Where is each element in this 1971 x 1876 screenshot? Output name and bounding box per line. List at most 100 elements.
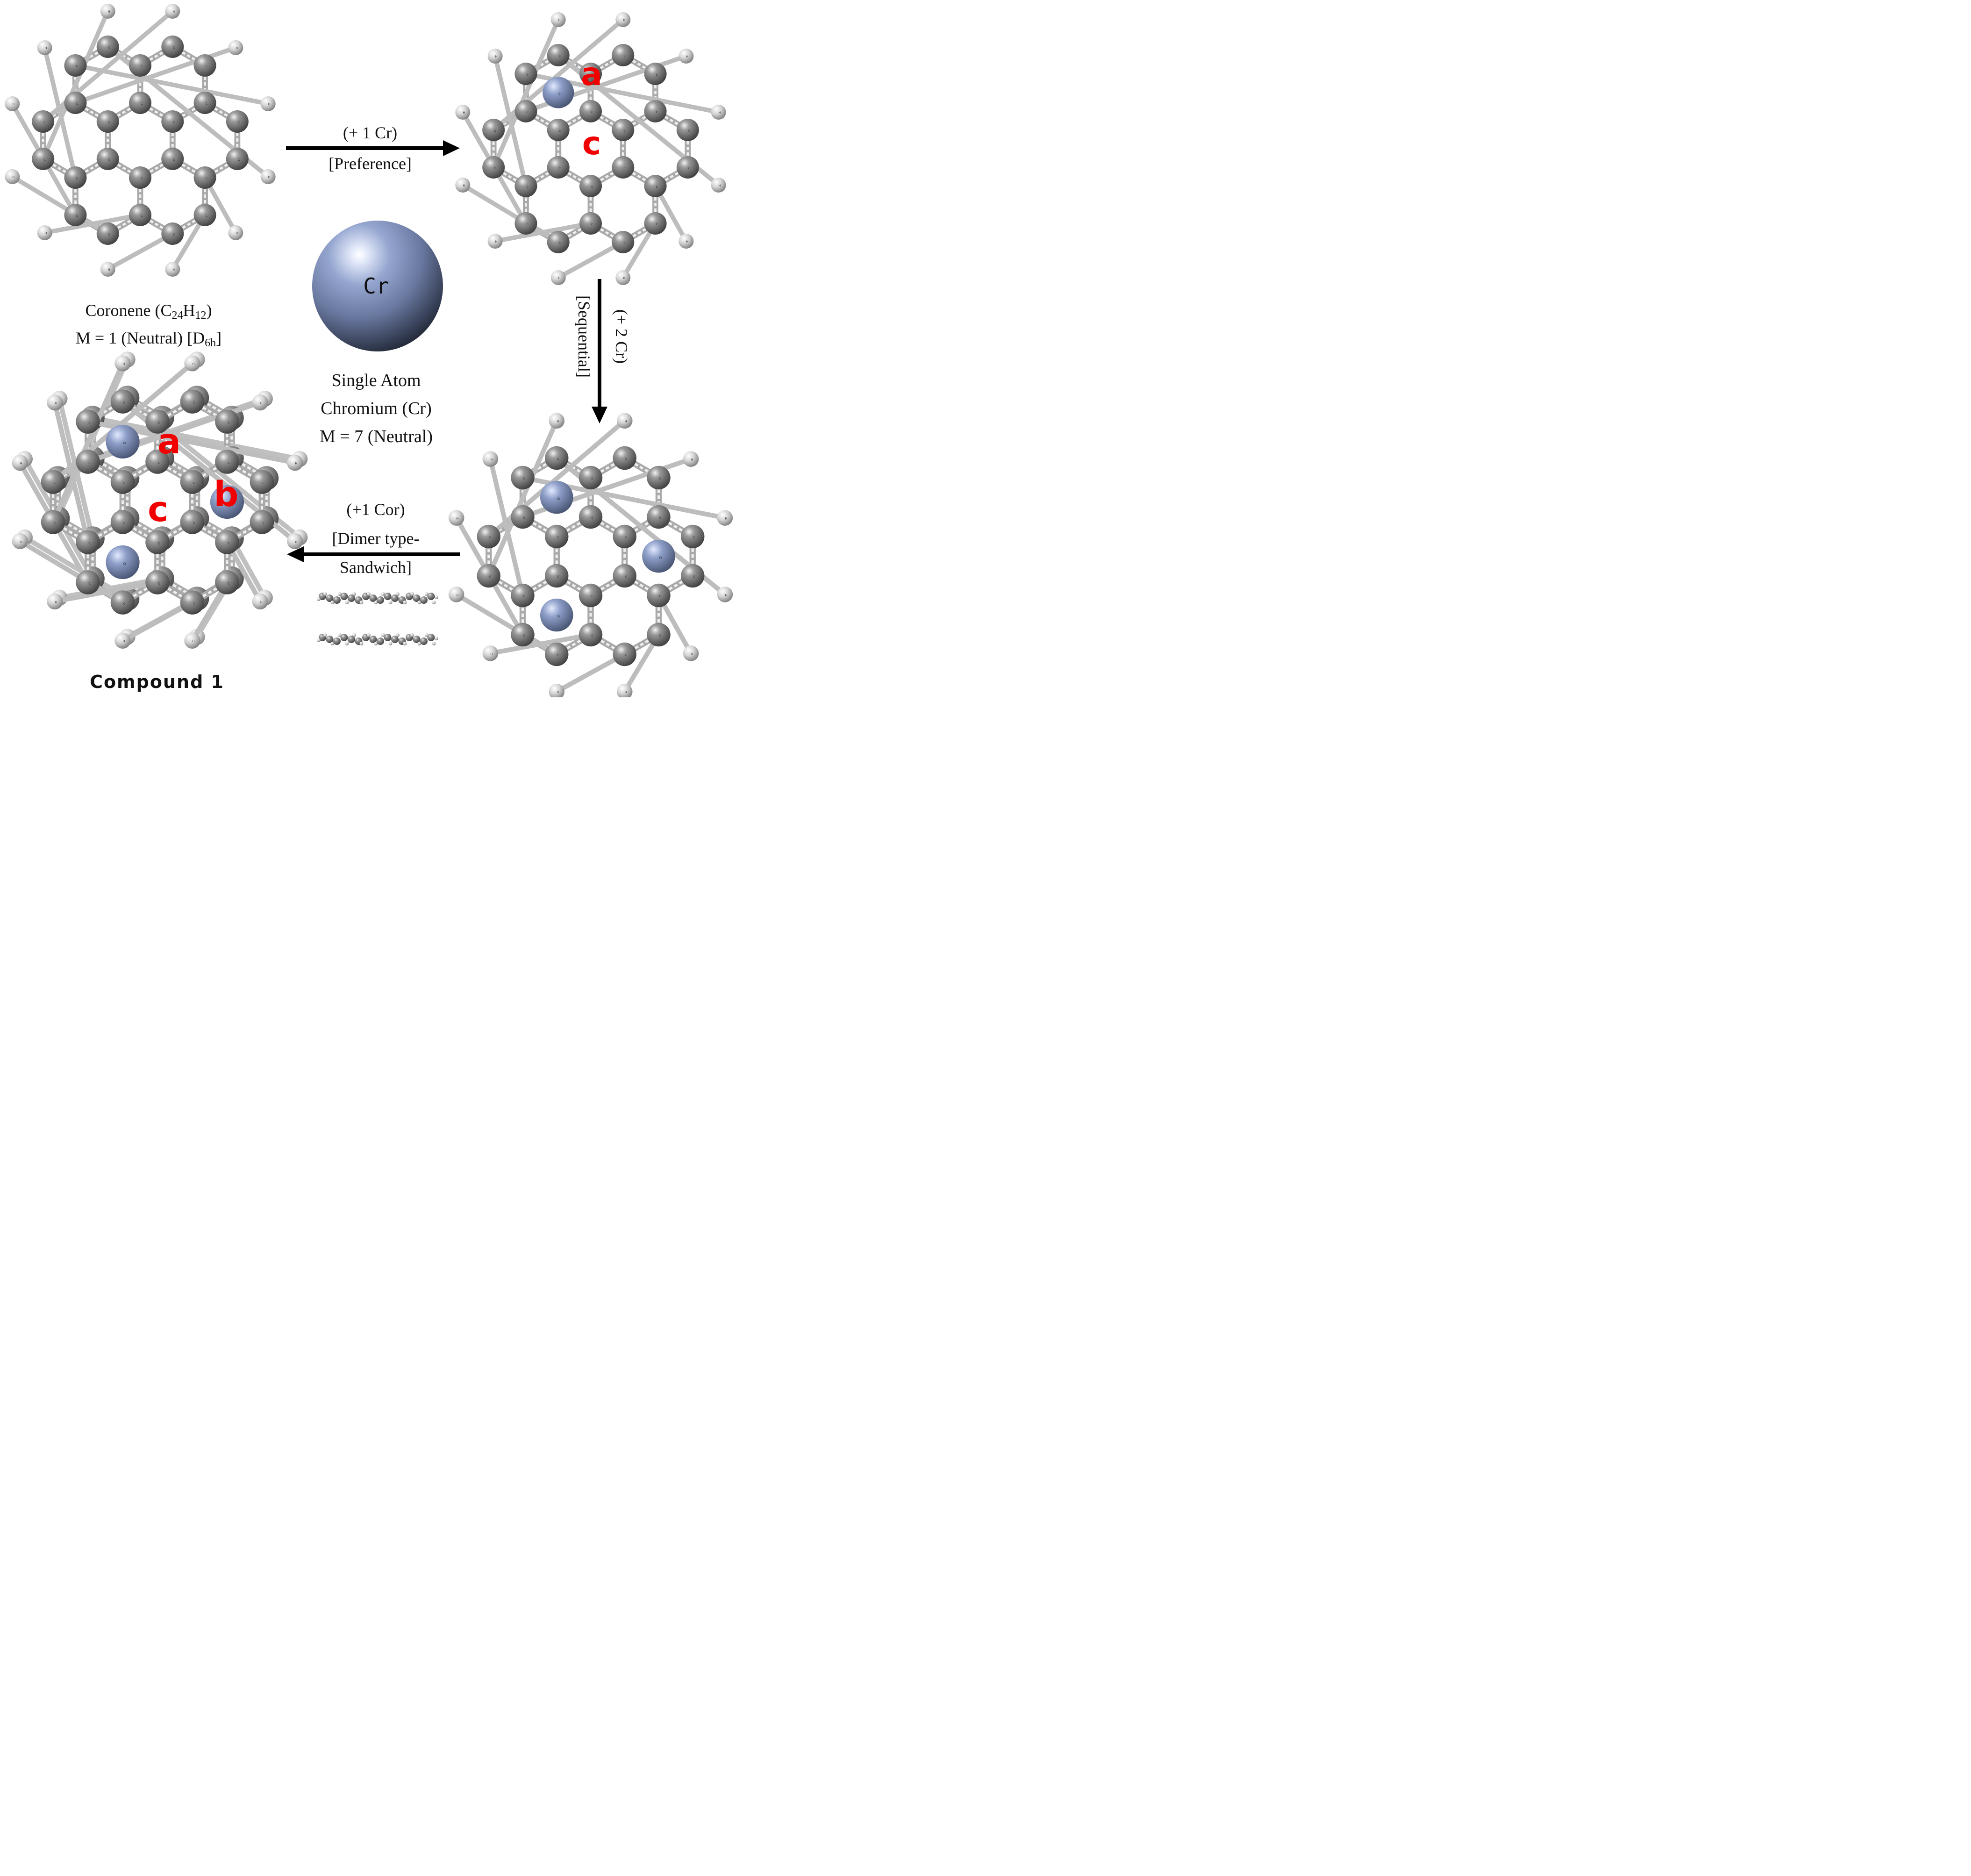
carbon-atom: [110, 510, 135, 534]
carbon-atom-label: C: [43, 158, 45, 162]
carbon-atom-label: C: [591, 73, 593, 77]
hydrogen-atom: [410, 592, 414, 596]
hydrogen-atom: [374, 642, 378, 645]
site-label-a-top: a: [581, 56, 602, 93]
hydrogen-atom-label: H: [236, 47, 238, 50]
carbon-atom: [547, 156, 570, 179]
carbon-atom: [193, 204, 216, 226]
carbon-atom-label: C: [527, 73, 528, 77]
ch-bond-line: [42, 47, 78, 179]
carbon-atom: [612, 231, 635, 253]
carbon-atom: [41, 510, 65, 534]
carbon-atom: [129, 204, 151, 226]
carbon-atom-label: C: [173, 158, 175, 162]
carbon-atom: [545, 446, 569, 470]
hydrogen-atom: [330, 601, 335, 604]
carbon-atom: [250, 470, 274, 494]
carbon-atom: [110, 389, 135, 414]
chromium-atom-label: Cr: [228, 502, 231, 505]
carbon-atom: [547, 44, 570, 66]
hydrogen-atom: [367, 592, 371, 596]
coronene-caption-line2: M = 1 (Neutral) [D6h]: [76, 329, 221, 349]
hydrogen-atom: [12, 454, 29, 471]
carbon-atom-label: C: [523, 516, 525, 520]
hydrogen-atom: [432, 601, 436, 604]
carbon-atom: [369, 594, 377, 602]
hydrogen-atom: [100, 262, 115, 277]
carbon-atom: [427, 593, 435, 600]
carbon-atom-label: C: [591, 186, 593, 189]
carbon-atom-label: C: [238, 158, 240, 162]
carbon-atom-label: C: [625, 654, 627, 657]
hydrogen-atom-label: H: [625, 691, 627, 694]
hydrogen-atom: [711, 178, 726, 193]
carbon-atom: [545, 524, 569, 549]
ch-bond-line: [55, 358, 130, 520]
carbon-atom: [511, 583, 535, 608]
carbon-atom-label: C: [489, 536, 491, 539]
arrow-bottom-label-1: (+1 Cor): [346, 500, 405, 519]
hydrogen-atom: [114, 355, 131, 372]
carbon-atom: [578, 623, 603, 647]
ch-bond-line: [42, 9, 174, 123]
chromium-atom: [210, 485, 244, 519]
carbon-atom: [613, 446, 636, 470]
hydrogen-atom: [317, 638, 321, 642]
carbon-atom-label: C: [123, 481, 125, 485]
carbon-atom: [391, 636, 399, 643]
hydrogen-atom-label: H: [558, 277, 561, 280]
hydrogen-atom: [12, 533, 29, 550]
carbon-atom-label: C: [108, 233, 110, 236]
carbon-atom: [647, 505, 671, 529]
carbon-atom: [110, 470, 135, 494]
hydrogen-atom: [482, 451, 499, 467]
hydrogen-atom-label: H: [457, 517, 459, 520]
hydrogen-atom-label: H: [45, 232, 47, 235]
arrow-top-head: [443, 140, 460, 156]
carbon-atom: [578, 465, 603, 490]
carbon-atom-label: C: [228, 582, 229, 585]
hydrogen-atom: [323, 633, 327, 637]
arrow-top-label-2: [Preference]: [328, 154, 412, 173]
carbon-atom-label: C: [559, 167, 561, 170]
carbon-atom: [547, 231, 570, 253]
chromium-atom-label: Cr: [557, 615, 560, 618]
carbon-atom: [215, 570, 239, 594]
carbon-atom: [64, 166, 87, 189]
hydrogen-atom-label: H: [12, 176, 14, 179]
hydrogen-atom-label: H: [55, 402, 57, 405]
hydrogen-atom-label: H: [45, 47, 47, 50]
hydrogen-atom-label: H: [557, 420, 559, 423]
arrow-bottom-label-2: [Dimer type-: [332, 529, 420, 548]
ch-bond-line: [491, 19, 561, 168]
hydrogen-atom-label: H: [193, 363, 195, 366]
hydrogen-atom-label: H: [558, 19, 561, 22]
carbon-atom-label: C: [523, 595, 525, 598]
carbon-atom-label: C: [206, 177, 207, 180]
ch-bond-line: [492, 18, 625, 132]
hydrogen-atom-label: H: [463, 184, 465, 187]
chromium-atom: [106, 424, 140, 459]
carbon-atom: [32, 148, 55, 170]
carbon-atom-label: C: [494, 167, 496, 170]
hydrogen-atom: [549, 413, 565, 429]
carbon-atom: [333, 596, 341, 604]
carbon-atom-label: C: [559, 242, 561, 245]
hydrogen-atom-label: H: [495, 240, 498, 243]
hydrogen-atom-label: H: [457, 594, 459, 597]
carbon-atom-label: C: [625, 536, 627, 539]
carbon-atom-label: C: [693, 575, 695, 579]
hydrogen-atom: [678, 49, 694, 64]
carbon-atom: [326, 636, 334, 643]
carbon-atom-label: C: [263, 481, 264, 485]
carbon-atom: [420, 637, 428, 645]
carbon-atom-label: C: [693, 536, 695, 539]
hydrogen-atom: [260, 169, 276, 184]
carbon-atom-label: C: [591, 223, 593, 226]
arrow-right-head: [592, 407, 607, 423]
carbon-atom: [477, 564, 500, 588]
carbon-atom: [547, 119, 570, 141]
hydrogen-atom: [615, 270, 631, 285]
hydrogen-atom: [455, 178, 471, 193]
